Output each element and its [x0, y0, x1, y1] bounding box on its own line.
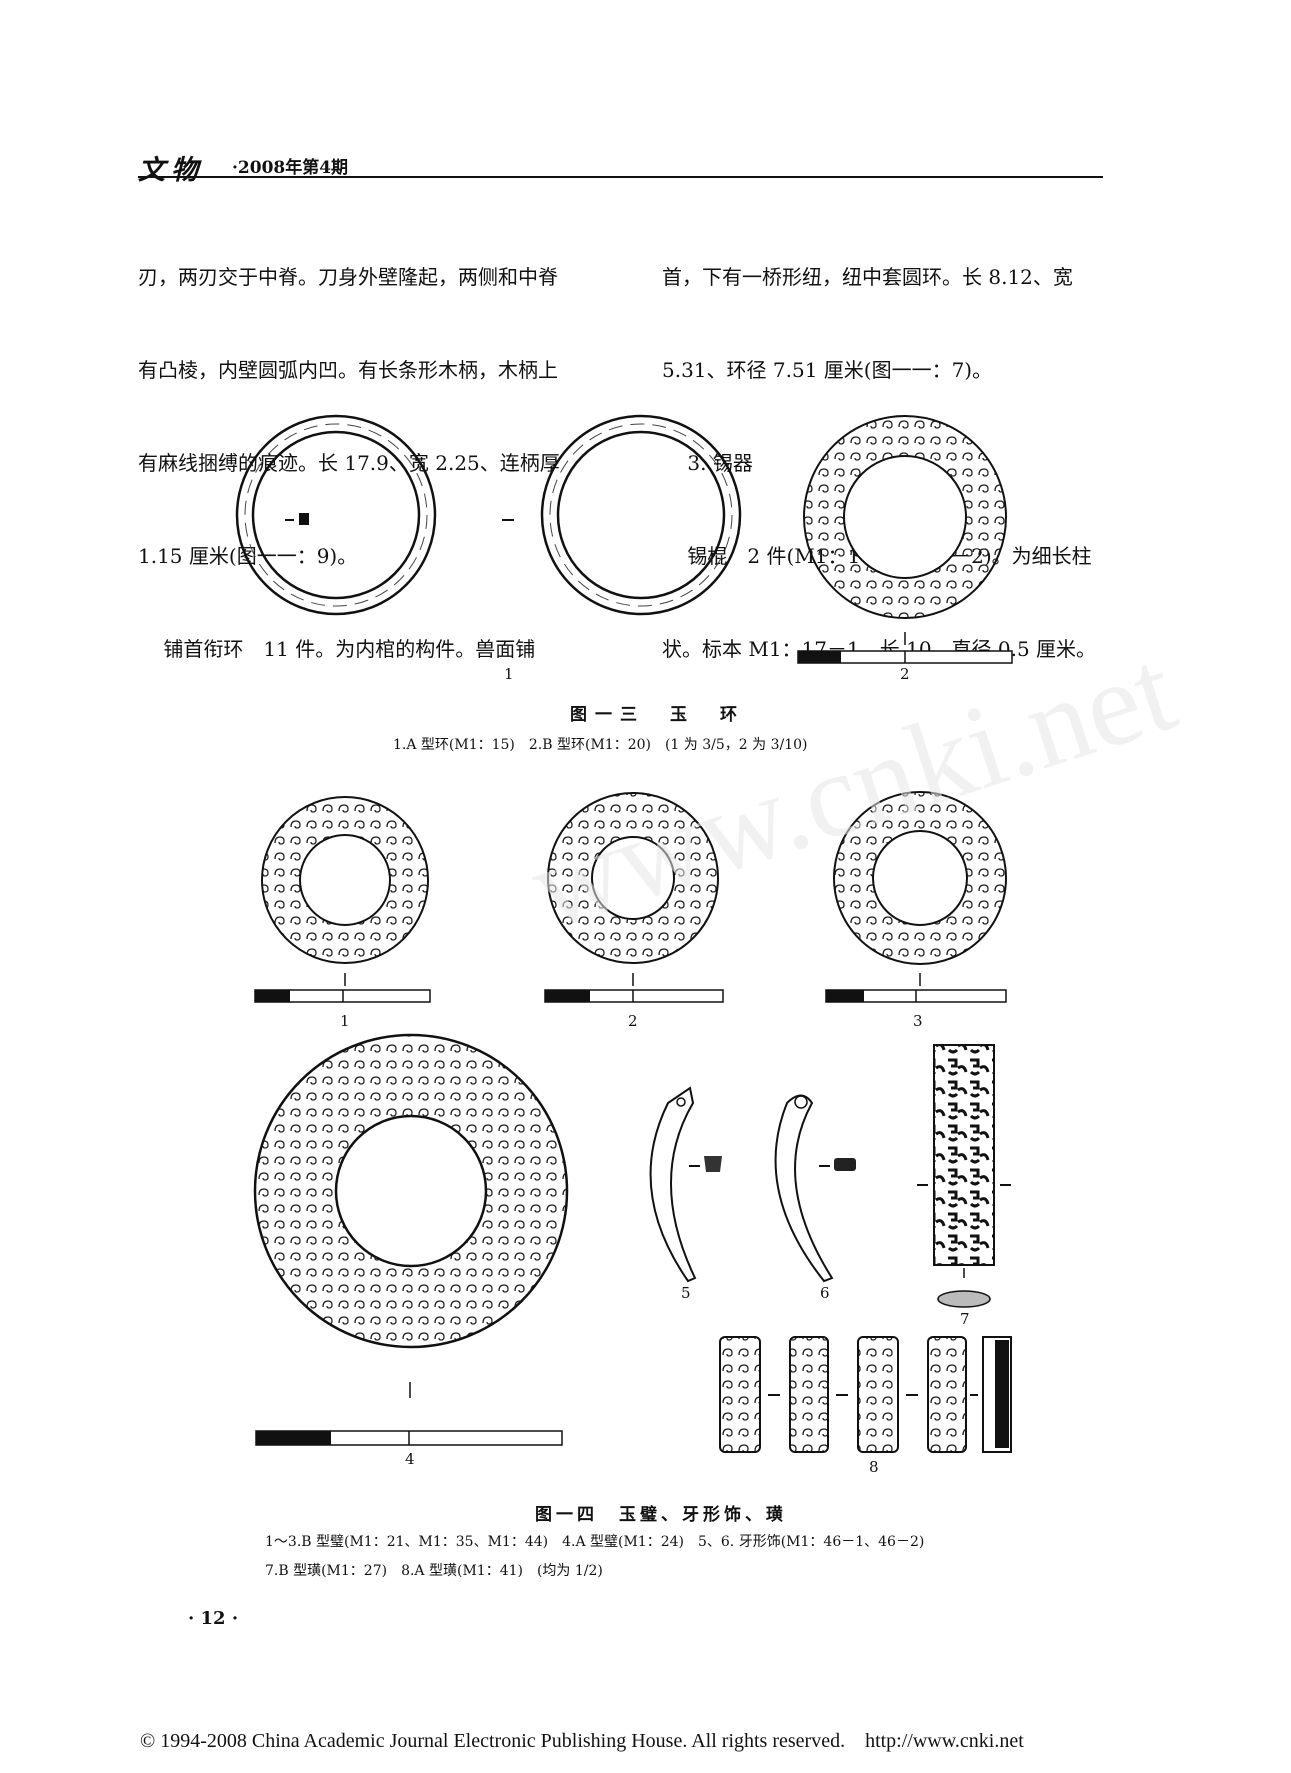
huang-section: [937, 1290, 991, 1308]
jade-huang-8: [719, 1336, 1012, 1453]
scale-bar: [825, 989, 1007, 1003]
text-line: 有麻线捆缚的痕迹。长 17.9、宽 2.25、连柄厚: [138, 451, 560, 475]
figure-label: 1: [340, 1012, 350, 1030]
tooth-ornament-6: [774, 1094, 834, 1283]
page-number: · 12 ·: [188, 1608, 239, 1629]
figure-label: 5: [681, 1284, 691, 1302]
issue-label: ·2008年第4期: [232, 158, 349, 178]
figure-label: 2: [900, 665, 910, 683]
tooth-section: [704, 1156, 722, 1172]
jade-bi-2: [547, 792, 719, 964]
figure-note: 1～3.B 型璧(M1：21、M1：35、M1：44) 4.A 型璧(M1：24…: [265, 1534, 925, 1550]
figure-label: 4: [405, 1450, 415, 1468]
jade-bi-1: [261, 796, 429, 964]
jade-ring-1a-back: [540, 414, 742, 616]
text-line: 铺首衔环 11 件。为内棺的构件。兽面铺: [138, 637, 536, 661]
scale-bar: [255, 1430, 563, 1446]
figure-label: 7: [960, 1310, 970, 1328]
figure-label: 1: [504, 665, 514, 683]
figure-label: 3: [913, 1012, 923, 1030]
text-line: 首，下有一桥形纽，纽中套圆环。长 8.12、宽: [662, 265, 1073, 289]
jade-bi-4: [253, 1033, 569, 1349]
copyright-footer: © 1994-2008 China Academic Journal Elect…: [140, 1730, 1024, 1752]
text-line: 刃，两刃交于中脊。刀身外壁隆起，两侧和中脊: [138, 265, 558, 289]
figure-caption: 图一三 玉 环: [570, 705, 745, 725]
tooth-ornament-5: [649, 1086, 697, 1283]
figure-label: 8: [869, 1458, 879, 1476]
journal-title: 文物: [138, 155, 204, 186]
jade-ring-2b: [803, 415, 1007, 619]
jade-huang-7: [933, 1044, 995, 1266]
tooth-section: [834, 1158, 856, 1171]
text-line: 1.15 厘米(图一一：9)。: [138, 544, 358, 568]
figure-caption: 图一四 玉璧、牙形饰、璜: [535, 1505, 787, 1525]
scale-bar: [797, 650, 1013, 664]
jade-bi-3: [833, 791, 1007, 965]
left-column: 刃，两刃交于中脊。刀身外壁隆起，两侧和中脊 有凸棱，内壁圆弧内凹。有长条形木柄，…: [138, 200, 560, 696]
header-rule: [138, 176, 1103, 178]
text-line: 5.31、环径 7.51 厘米(图一一：7)。: [662, 358, 993, 382]
ring-section: [299, 513, 309, 525]
figure-label: 2: [628, 1012, 638, 1030]
figure-label: 6: [820, 1284, 830, 1302]
figure-note: 7.B 型璜(M1：27) 8.A 型璜(M1：41) (均为 1/2): [265, 1563, 603, 1579]
figure-note: 1.A 型环(M1：15) 2.B 型环(M1：20) (1 为 3/5，2 为…: [393, 737, 808, 753]
scale-bar: [254, 989, 431, 1003]
scale-bar: [544, 989, 724, 1003]
jade-ring-1a-front: [235, 414, 437, 616]
text-line: 有凸棱，内壁圆弧内凹。有长条形木柄，木柄上: [138, 358, 558, 382]
